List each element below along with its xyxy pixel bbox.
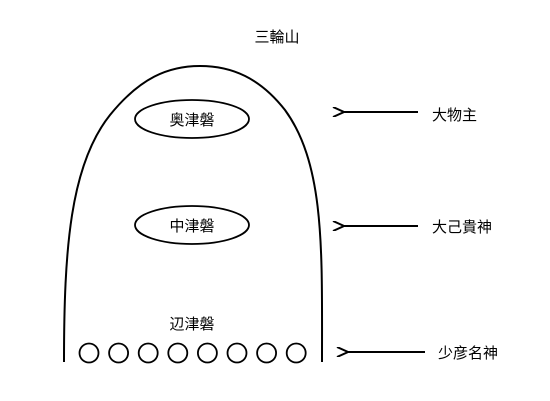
stone-circle [256, 342, 278, 364]
stone-circle [285, 342, 307, 364]
deity-middle-label: 大己貴神 [432, 218, 492, 236]
stone-circle [108, 342, 129, 364]
deity-lower-label: 少彦名神 [438, 344, 498, 362]
stone-circle [226, 342, 248, 364]
deity-upper-label: 大物主 [432, 106, 477, 124]
stone-circle [167, 342, 189, 364]
mountain-outline [63, 64, 324, 363]
stone-circle [137, 342, 159, 364]
mountain-title: 三輪山 [254, 28, 299, 46]
stone-row [78, 342, 307, 364]
rock-lower-label: 辺津磐 [169, 315, 214, 333]
rock-upper-ellipse [134, 99, 250, 139]
rock-upper-label: 奥津磐 [169, 111, 214, 129]
stone-circle [196, 342, 218, 364]
stone-circle [78, 342, 100, 364]
rock-middle-label: 中津磐 [169, 217, 214, 235]
rock-middle-ellipse [134, 205, 250, 245]
